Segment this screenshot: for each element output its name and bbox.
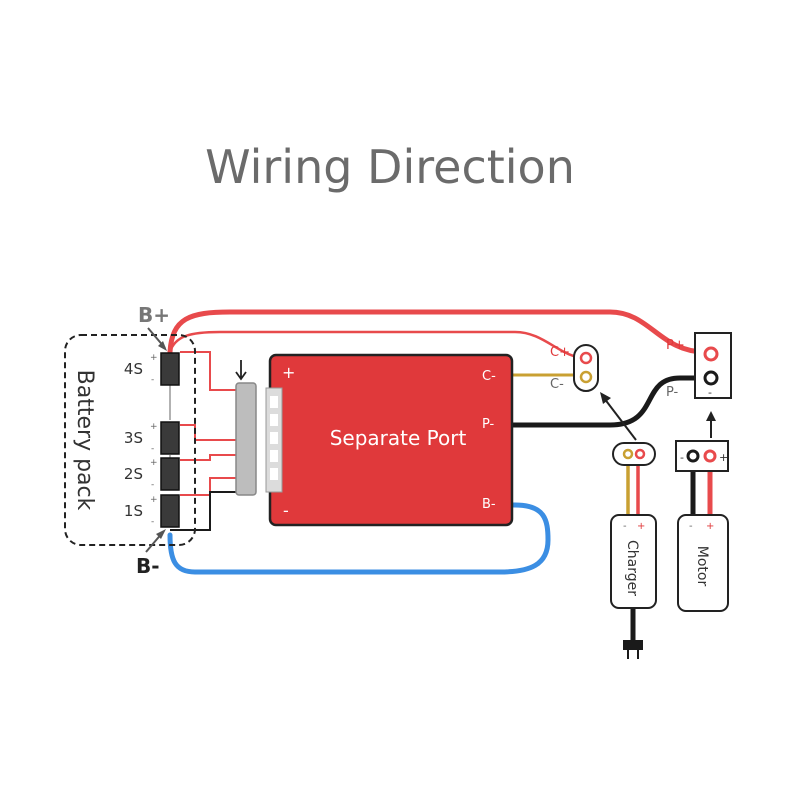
- cell-4s-plus: +: [150, 353, 158, 363]
- bplus-arrow-head: [158, 341, 167, 351]
- board-port-b-minus: B-: [482, 497, 496, 512]
- charger-plug-pin-plus: [634, 448, 646, 460]
- page-title: Wiring Direction: [205, 140, 575, 194]
- motor-plug-pin-minus: [686, 449, 700, 463]
- motor-plug-pin-plus: [703, 449, 717, 463]
- balance-wire-1s: [180, 477, 238, 496]
- charger-body: [610, 514, 657, 609]
- battery-pack-label: Battery pack: [72, 370, 97, 511]
- cell-label-4s: 4S: [124, 360, 143, 378]
- motor-plug: [675, 440, 729, 472]
- p-plus-label: P+: [666, 338, 685, 353]
- bplus-label: B+: [138, 303, 170, 327]
- p-minus-label: P-: [666, 385, 679, 400]
- socket-pin: [270, 450, 278, 462]
- balance-connector: [235, 382, 257, 496]
- output-pin-plus: [703, 346, 719, 362]
- output-minus-sign: -: [708, 386, 712, 399]
- board-port-p-minus: P-: [482, 417, 495, 432]
- motor-arrow-head: [706, 411, 716, 421]
- wire-board-b-minus: [167, 502, 551, 575]
- cell-2s: [160, 457, 180, 491]
- charge-pin-plus: [579, 351, 593, 365]
- charger-plug-pin-minus: [622, 448, 634, 460]
- socket-pin: [270, 396, 278, 408]
- cell-label-2s: 2S: [124, 465, 143, 483]
- board-label: Separate Port: [330, 426, 467, 450]
- charger-plug: [612, 442, 656, 466]
- balance-wire-2s: [180, 454, 238, 461]
- cell-3s-plus: +: [150, 422, 158, 432]
- cell-2s-minus: -: [151, 480, 154, 490]
- c-plus-label: C+: [550, 345, 570, 360]
- balance-wire-4s: [180, 351, 238, 391]
- motor-plug-minus: -: [680, 451, 684, 464]
- cell-label-3s: 3S: [124, 429, 143, 447]
- socket-pin: [270, 432, 278, 444]
- cell-4s-minus: -: [151, 375, 154, 385]
- charger-minus: -: [623, 521, 627, 532]
- charger-plus: +: [637, 521, 645, 532]
- board-port-c-minus: C-: [482, 369, 496, 384]
- output-connector: [694, 332, 732, 399]
- socket-pin: [270, 468, 278, 480]
- cell-label-1s: 1S: [124, 502, 143, 520]
- charger-label: Charger: [624, 540, 640, 596]
- motor-plus: +: [706, 521, 714, 532]
- wire-board-p-minus: [509, 375, 708, 428]
- cell-1s: [160, 494, 180, 528]
- motor-label: Motor: [694, 546, 710, 587]
- bminus-label: B-: [136, 554, 160, 578]
- balance-wire-3s: [180, 424, 238, 441]
- board-minus: -: [283, 501, 289, 520]
- c-minus-label: C-: [550, 377, 564, 392]
- charger-arrow-head: [600, 392, 611, 404]
- board-plus: +: [282, 363, 295, 382]
- cell-2s-plus: +: [150, 458, 158, 468]
- cell-3s: [160, 421, 180, 455]
- motor-body: [677, 514, 729, 612]
- charger-arrow: [603, 397, 637, 441]
- cell-1s-minus: -: [151, 517, 154, 527]
- socket-pin: [270, 414, 278, 426]
- motor-minus: -: [689, 521, 693, 532]
- cell-1s-plus: +: [150, 495, 158, 505]
- battery-pack-outline: [64, 334, 196, 546]
- wire-bplus-to-cplus: [168, 330, 587, 360]
- bminus-arrow-head: [156, 529, 166, 539]
- balance-direction-arrow: [235, 360, 247, 381]
- cell-4s: [160, 352, 180, 386]
- wall-plug: [623, 640, 643, 650]
- wire-bplus-to-pplus: [167, 309, 708, 355]
- cell-3s-minus: -: [151, 444, 154, 454]
- balance-wire-neg: [170, 491, 238, 531]
- motor-plug-plus: +: [719, 451, 728, 464]
- charge-pin-minus: [579, 370, 593, 384]
- output-pin-minus: [703, 370, 719, 386]
